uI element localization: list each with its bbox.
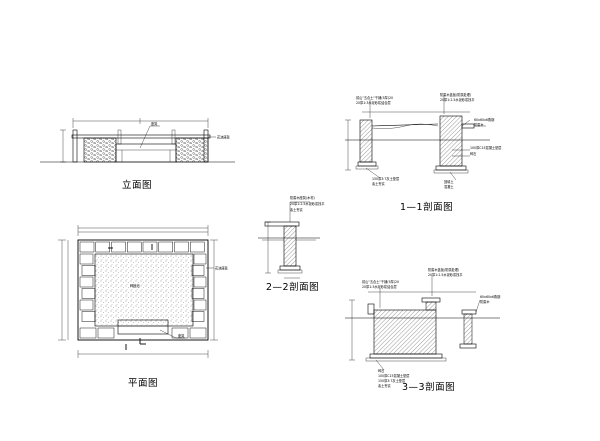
section-1-1-note-6: 100厚C15混凝土垫层 [470, 145, 502, 150]
plan-border-block [158, 241, 173, 253]
section-3-3-note-6: 碎石 [378, 368, 384, 373]
section-2-2-note-1: 20厚1:2.5水泥砂浆找平 [290, 201, 325, 206]
elevation-view: 花池座凳 座凳 立面图 [40, 118, 235, 191]
plan-border-block [193, 253, 207, 265]
plan-border-block [193, 276, 207, 288]
plan-border-block [97, 327, 115, 339]
plan-border-block [142, 241, 158, 253]
plan-border-block [79, 327, 97, 339]
plan-border-block [95, 241, 110, 253]
plan-border-block [189, 327, 207, 339]
plan-border-block [190, 241, 205, 253]
section-3-3-note-4: 60x60x6角钢 [480, 294, 500, 299]
plan-border-block [79, 241, 95, 253]
section-3-3-note-9: 素土夯实 [378, 383, 391, 388]
plan-border-block [191, 311, 205, 322]
plan-border-block [193, 299, 207, 311]
plan-border-block [81, 288, 96, 299]
section-1-1-note-2: 防腐木盖板(防腐处理) [440, 92, 471, 97]
plan-border-block [81, 265, 96, 276]
section-3-3-note-0: 前山"五合土"干铺(5厚)20 [362, 279, 399, 284]
section-2-2-title: 2—2剖面图 [266, 281, 319, 293]
section-1-1-note-0: 前山"五合土"干铺(5厚)20 [356, 95, 393, 100]
section-3-3-view: 前山"五合土"干铺(5厚)20 20厚1:3水泥砂浆结合层 防腐木盖板(防腐处理… [345, 267, 500, 393]
section-3-3-note-3: 20厚1:2.5水泥砂浆找平 [428, 272, 463, 277]
section-3-3-title: 3—3剖面图 [402, 381, 455, 393]
plan-view: 种植池 花池座凳 座凳 平面图 [58, 225, 229, 389]
plan-border-block [81, 311, 96, 322]
section-2-2-note-0: 防腐木座凳(木材) [290, 195, 315, 200]
plan-border-block [79, 253, 94, 265]
elevation-title: 立面图 [122, 179, 152, 191]
plan-title: 平面图 [128, 378, 158, 389]
plan-border-block [111, 241, 126, 253]
plan-border-block [191, 288, 205, 299]
section-1-1-note-7: 碎石 [470, 151, 476, 156]
plan-note-bench: 座凳 [178, 333, 185, 338]
section-3-3-note-5: 防腐木 [480, 299, 490, 304]
section-1-1-note-8: 150厚3:7灰土垫层 [372, 176, 399, 181]
section-1-1-note-10: 回填土 [444, 179, 454, 184]
elevation-note-flower-bench: 花池座凳 [217, 135, 231, 140]
section-1-1-note-11: 混凝土 [444, 184, 454, 189]
plan-note-flower-bench: 花池座凳 [215, 266, 229, 271]
section-3-3-note-1: 20厚1:3水泥砂浆结合层 [362, 284, 397, 289]
section-1-1-note-5: 防腐木 [474, 122, 484, 127]
plan-note-planting-bed: 种植池 [130, 283, 140, 288]
section-1-1-note-1: 20厚1:3水泥砂浆结合层 [356, 100, 391, 105]
section-3-3-note-7: 100厚C15混凝土垫层 [378, 373, 410, 378]
plan-border-block [127, 241, 142, 253]
section-1-1-note-9: 素土夯实 [372, 181, 385, 186]
section-1-1-note-4: 60x60x6角钢 [474, 117, 494, 122]
section-1-1-note-3: 20厚1:2.5水泥砂浆找平 [440, 97, 475, 102]
plan-border-block [174, 241, 189, 253]
section-2-2-view: 防腐木座凳(木材) 20厚1:2.5水泥砂浆找平 素土夯实 2—2剖面图 [258, 195, 325, 293]
plan-border-block [79, 299, 94, 311]
section-1-1-view: 前山"五合土"干铺(5厚)20 20厚1:3水泥砂浆结合层 防腐木盖板(防腐处理… [345, 92, 502, 213]
elevation-note-bench: 座凳 [151, 121, 158, 126]
section-3-3-note-2: 防腐木盖板(防腐处理) [428, 267, 459, 272]
plan-border-blocks [79, 241, 207, 339]
plan-border-block [79, 276, 94, 288]
section-2-2-note-2: 素土夯实 [290, 207, 303, 212]
section-1-1-title: 1—1剖面图 [400, 201, 453, 213]
section-3-3-note-8: 150厚3:7灰土垫层 [378, 378, 405, 383]
plan-border-block [191, 265, 205, 276]
